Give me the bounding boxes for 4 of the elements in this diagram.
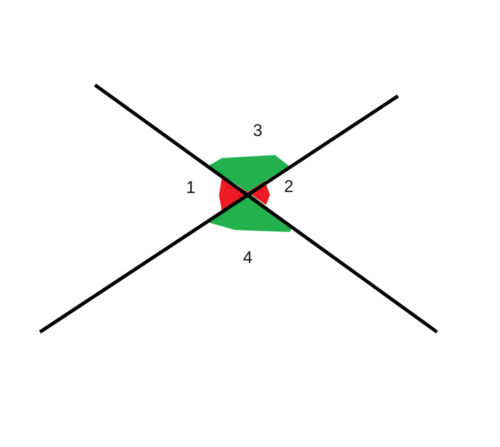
angle-label: 1 [186,179,196,196]
angle-label: 2 [284,178,294,195]
angle-label: 4 [243,249,252,266]
angle-label: 3 [253,122,262,139]
